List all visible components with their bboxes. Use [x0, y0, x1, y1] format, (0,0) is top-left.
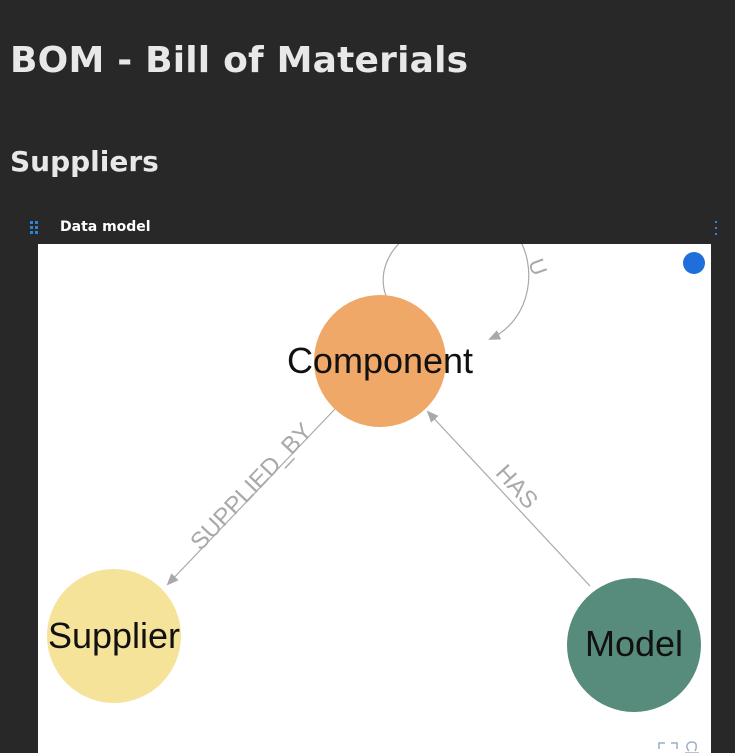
- node-supplier[interactable]: Supplier: [47, 569, 181, 703]
- node-label-component: Component: [287, 340, 473, 381]
- panel-title: Data model: [60, 219, 151, 235]
- node-label-supplier: Supplier: [48, 615, 180, 656]
- drag-handle-icon[interactable]: [28, 220, 40, 234]
- node-label-model: Model: [585, 623, 683, 664]
- self-loop-edge: [382, 244, 530, 339]
- page-title: BOM - Bill of Materials: [10, 40, 469, 81]
- edge-supplied-by: [166, 408, 336, 586]
- more-options-icon[interactable]: [714, 220, 718, 236]
- edge-label-supplied-by: SUPPLIED_BY: [185, 418, 318, 556]
- status-dot-icon[interactable]: [683, 252, 705, 274]
- graph-canvas[interactable]: U SUPPLIED_BY HAS Component Supplier Mod…: [38, 244, 711, 753]
- edge-has: [426, 410, 591, 587]
- canvas-controls: [658, 741, 699, 753]
- download-icon[interactable]: [685, 741, 699, 753]
- node-model[interactable]: Model: [567, 578, 701, 712]
- section-title: Suppliers: [10, 145, 159, 178]
- panel-header: Data model: [24, 214, 724, 242]
- fullscreen-icon[interactable]: [658, 742, 678, 749]
- graph-svg: U SUPPLIED_BY HAS Component Supplier Mod…: [47, 244, 701, 712]
- node-component[interactable]: Component: [287, 295, 473, 427]
- svg-text:U: U: [523, 255, 552, 278]
